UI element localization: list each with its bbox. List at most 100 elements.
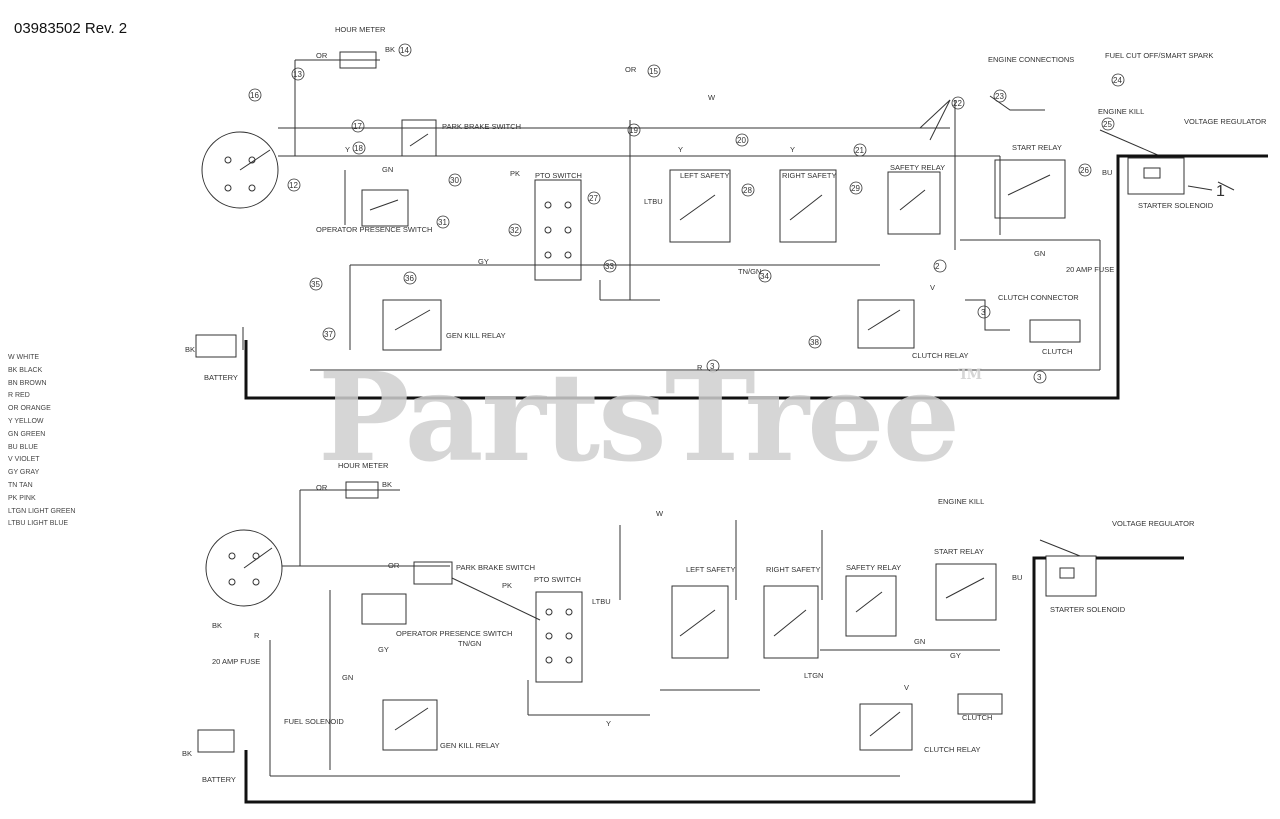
svg-text:3: 3 bbox=[1037, 373, 1042, 382]
svg-text:14: 14 bbox=[400, 46, 409, 55]
ignition-switch-bottom[interactable] bbox=[205, 529, 283, 607]
wire-gy-bottom: GY bbox=[950, 651, 961, 660]
safety-relay-bottom[interactable] bbox=[845, 575, 897, 637]
wire-bu-bottom: BU bbox=[1012, 573, 1022, 582]
start-relay-bottom[interactable] bbox=[935, 563, 997, 621]
legend-entry: GN GREEN bbox=[8, 430, 46, 438]
battery-top bbox=[195, 334, 237, 358]
gen-kill-relay-bottom[interactable] bbox=[382, 699, 438, 751]
wire-v-bottom: V bbox=[904, 683, 909, 692]
legend-entry: BN BROWN bbox=[8, 379, 47, 387]
wire-w-bottom: W bbox=[656, 509, 664, 518]
wire-bk-bottom: BK bbox=[212, 621, 222, 630]
callout-circle: 3 bbox=[1033, 370, 1047, 384]
wire-or: OR bbox=[316, 51, 328, 60]
right-safety-bottom[interactable] bbox=[763, 585, 819, 659]
callout-circle: 18 bbox=[352, 141, 366, 155]
wire-gn: GN bbox=[382, 165, 393, 174]
callout-circle: 34 bbox=[758, 269, 772, 283]
document-id: 03983502 Rev. 2 bbox=[14, 20, 128, 37]
callout-circle: 25 bbox=[1101, 117, 1115, 131]
legend-entry: LTGN LIGHT GREEN bbox=[8, 507, 76, 515]
svg-text:24: 24 bbox=[1113, 76, 1122, 85]
wire-gy: GY bbox=[478, 257, 489, 266]
left-safety-top[interactable] bbox=[669, 169, 731, 243]
callout-circle: 32 bbox=[508, 223, 522, 237]
wire-tngn: TN/GN bbox=[738, 267, 761, 276]
clutch-connector-top bbox=[965, 299, 1010, 331]
label-battery-bottom: BATTERY bbox=[202, 775, 236, 784]
label-battery-top: BATTERY bbox=[204, 373, 238, 382]
operator-presence-switch-top[interactable] bbox=[361, 189, 409, 227]
svg-text:15: 15 bbox=[649, 67, 658, 76]
pto-switch-top[interactable] bbox=[534, 179, 582, 281]
park-brake-switch-top[interactable] bbox=[401, 119, 437, 157]
legend-entry: TN TAN bbox=[8, 481, 33, 489]
label-voltage-regulator-top: VOLTAGE REGULATOR bbox=[1184, 117, 1267, 126]
callout-number: 1 bbox=[1216, 183, 1225, 200]
callout-circle: 16 bbox=[248, 88, 262, 102]
label-clutch-bottom: CLUTCH bbox=[962, 713, 992, 722]
park-brake-switch-bottom[interactable] bbox=[413, 561, 453, 585]
clutch-top bbox=[1029, 319, 1081, 343]
callout-circle: 31 bbox=[436, 215, 450, 229]
callout-circle: 23 bbox=[993, 89, 1007, 103]
hour-meter-bottom bbox=[345, 481, 379, 499]
svg-text:2: 2 bbox=[935, 262, 940, 271]
gen-kill-relay-top[interactable] bbox=[382, 299, 442, 351]
label-engine-connections-top: ENGINE CONNECTIONS bbox=[988, 55, 1074, 64]
svg-text:20: 20 bbox=[737, 136, 746, 145]
callout-circle: 36 bbox=[403, 271, 417, 285]
wire-bk-bottom: BK bbox=[382, 480, 392, 489]
legend-entry: Y YELLOW bbox=[8, 417, 44, 425]
clutch-relay-bottom[interactable] bbox=[859, 703, 913, 751]
left-safety-bottom[interactable] bbox=[671, 585, 729, 659]
wire-bk-bottom: BK bbox=[182, 749, 192, 758]
callout-circle: 3 bbox=[977, 305, 991, 319]
wire-gn-bottom: GN bbox=[342, 673, 353, 682]
label-starter-solenoid-bottom: STARTER SOLENOID bbox=[1050, 605, 1126, 614]
callout-circle: 30 bbox=[448, 173, 462, 187]
callout-circle: 12 bbox=[287, 178, 301, 192]
starter-solenoid-bottom[interactable] bbox=[1045, 555, 1097, 597]
callout-circle: 35 bbox=[309, 277, 323, 291]
callout-circle: 28 bbox=[741, 183, 755, 197]
svg-text:35: 35 bbox=[311, 280, 320, 289]
wire-gy-bottom: GY bbox=[378, 645, 389, 654]
legend-entry: W WHITE bbox=[8, 354, 40, 361]
label-hour-meter-bottom: HOUR METER bbox=[338, 461, 389, 470]
wire-or-bottom: OR bbox=[388, 561, 400, 570]
right-safety-top[interactable] bbox=[779, 169, 837, 243]
legend-entry: LTBU LIGHT BLUE bbox=[8, 520, 69, 528]
operator-presence-switch-bottom[interactable] bbox=[361, 593, 407, 625]
svg-text:21: 21 bbox=[855, 146, 864, 155]
svg-text:3: 3 bbox=[710, 362, 715, 371]
label-park-brake-switch-top: PARK BRAKE SWITCH bbox=[442, 122, 521, 131]
partstree-watermark: PartsTreeTM bbox=[318, 345, 982, 489]
clutch-relay-top[interactable] bbox=[857, 299, 915, 349]
svg-text:3: 3 bbox=[981, 308, 986, 317]
wire-w: W bbox=[708, 93, 716, 102]
callout-circle: 19 bbox=[627, 123, 641, 137]
pto-switch-bottom[interactable] bbox=[535, 591, 583, 683]
callout-circle: 37 bbox=[322, 327, 336, 341]
callout-circle: 26 bbox=[1078, 163, 1092, 177]
svg-text:36: 36 bbox=[405, 274, 414, 283]
wire-or-bottom: OR bbox=[316, 483, 328, 492]
starter-solenoid-top[interactable] bbox=[1127, 157, 1185, 195]
wire-pk-bottom: PK bbox=[502, 581, 512, 590]
label-fuel-cutoff-top: FUEL CUT OFF/SMART SPARK bbox=[1105, 51, 1213, 60]
wire-ltbu: LTBU bbox=[644, 197, 663, 206]
label-safety-relay-bottom: SAFETY RELAY bbox=[846, 563, 901, 572]
svg-text:23: 23 bbox=[995, 92, 1004, 101]
ignition-switch[interactable] bbox=[201, 131, 279, 209]
wire-gn-bottom: GN bbox=[914, 637, 925, 646]
callout-circle: 14 bbox=[398, 43, 412, 57]
safety-relay-top[interactable] bbox=[887, 171, 941, 235]
label-amp-fuse-top: 20 AMP FUSE bbox=[1066, 265, 1114, 274]
svg-text:30: 30 bbox=[450, 176, 459, 185]
start-relay-top[interactable] bbox=[994, 159, 1066, 219]
label-safety-relay-top: SAFETY RELAY bbox=[890, 163, 945, 172]
wire-color-legend: W WHITE BK BLACK BN BROWN R RED OR ORANG… bbox=[8, 352, 75, 531]
callout-circle: 13 bbox=[291, 67, 305, 81]
